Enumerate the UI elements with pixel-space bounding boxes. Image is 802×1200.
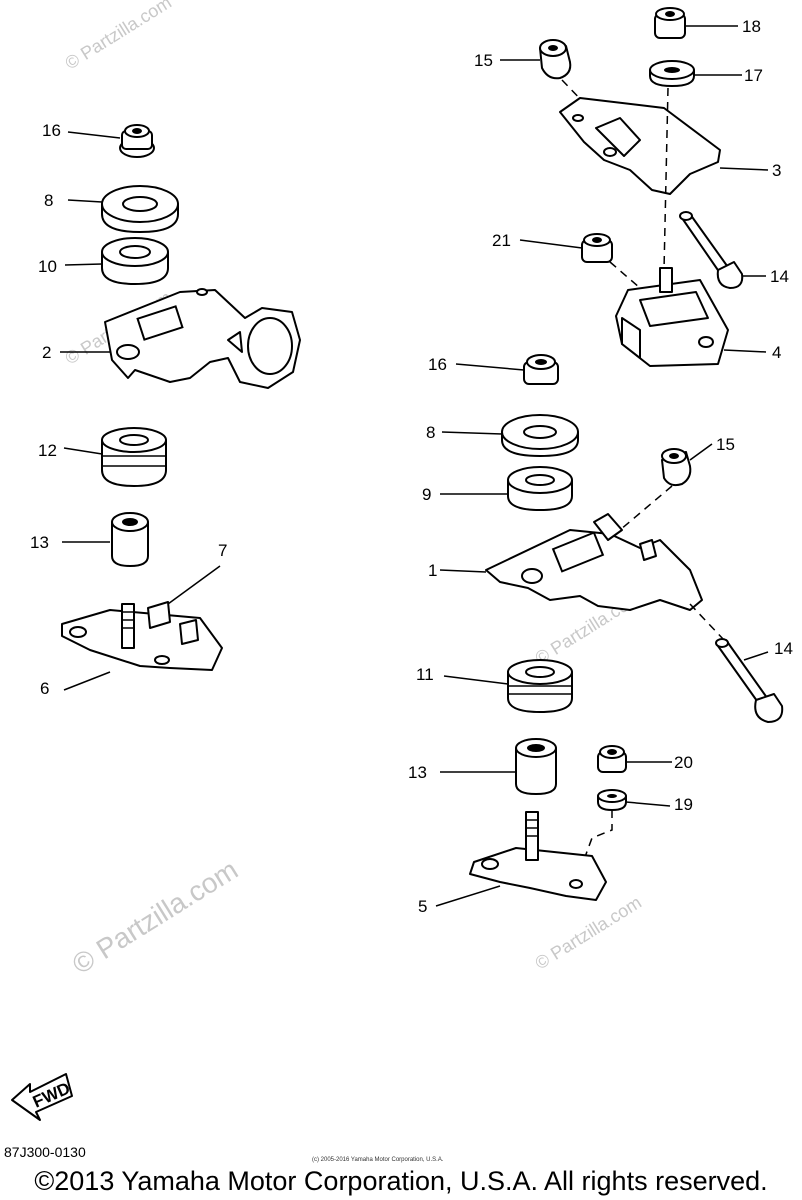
part-8-washer-right (501, 414, 579, 457)
label-15-right: 15 (716, 435, 735, 454)
label-7: 7 (218, 541, 227, 560)
part-2-bracket (104, 288, 301, 389)
label-20: 20 (674, 753, 693, 772)
label-13-right: 13 (408, 763, 427, 782)
label-14-top: 14 (770, 267, 789, 286)
label-21: 21 (492, 231, 511, 250)
label-17: 17 (744, 66, 763, 85)
part-code: 87J300-0130 (4, 1144, 86, 1160)
part-11-grommet (507, 659, 573, 713)
label-12: 12 (38, 441, 57, 460)
part-12-grommet (101, 427, 167, 487)
tiny-copyright: (c) 2005-2016 Yamaha Motor Corporation, … (312, 1157, 444, 1163)
part-13-collar-right (515, 738, 557, 795)
label-2: 2 (42, 343, 51, 362)
label-3: 3 (772, 161, 781, 180)
part-15-nut-right (661, 448, 692, 487)
part-16-nut-right (523, 354, 559, 385)
label-8-right: 8 (426, 423, 435, 442)
part-17-washer (649, 60, 695, 87)
fwd-arrow-icon: FWD (11, 1073, 73, 1121)
part-14-bolt-top (679, 211, 744, 289)
label-1: 1 (428, 561, 437, 580)
label-16-right: 16 (428, 355, 447, 374)
label-18: 18 (742, 17, 761, 36)
part-16-nut-left (119, 124, 155, 158)
watermark-top: © Partzilla.com (62, 0, 175, 73)
part-14-bolt-bottom (715, 638, 784, 723)
part-15-nut-top (539, 39, 572, 80)
label-16-left: 16 (42, 121, 61, 140)
part-6-plate (61, 603, 223, 671)
label-8-left: 8 (44, 191, 53, 210)
copyright-text: ©2013 Yamaha Motor Corporation, U.S.A. A… (34, 1166, 768, 1196)
part-1-bracket (485, 513, 703, 611)
label-5: 5 (418, 897, 427, 916)
label-13-left: 13 (30, 533, 49, 552)
part-3-bracket (559, 97, 721, 195)
watermark-large: © Partzilla.com (67, 854, 243, 980)
label-4: 4 (772, 343, 781, 362)
label-11: 11 (416, 665, 434, 684)
part-7-clip (147, 601, 171, 629)
part-9-bushing (507, 466, 573, 511)
part-10-bushing (101, 237, 169, 285)
part-8-washer-left (101, 185, 179, 233)
part-21-nut (581, 233, 613, 263)
part-18-nut (654, 7, 686, 39)
part-4-mount (615, 267, 729, 367)
part-19-washer (597, 789, 627, 811)
label-15-top: 15 (474, 51, 493, 70)
label-9: 9 (422, 485, 431, 504)
label-19: 19 (674, 795, 693, 814)
part-5-plate (469, 811, 607, 901)
part-13-collar-left (111, 512, 149, 567)
label-14-bottom: 14 (774, 639, 793, 658)
part-20-nut (597, 745, 627, 773)
label-10: 10 (38, 257, 57, 276)
watermark-right-bottom: © Partzilla.com (532, 892, 645, 973)
label-6: 6 (40, 679, 49, 698)
